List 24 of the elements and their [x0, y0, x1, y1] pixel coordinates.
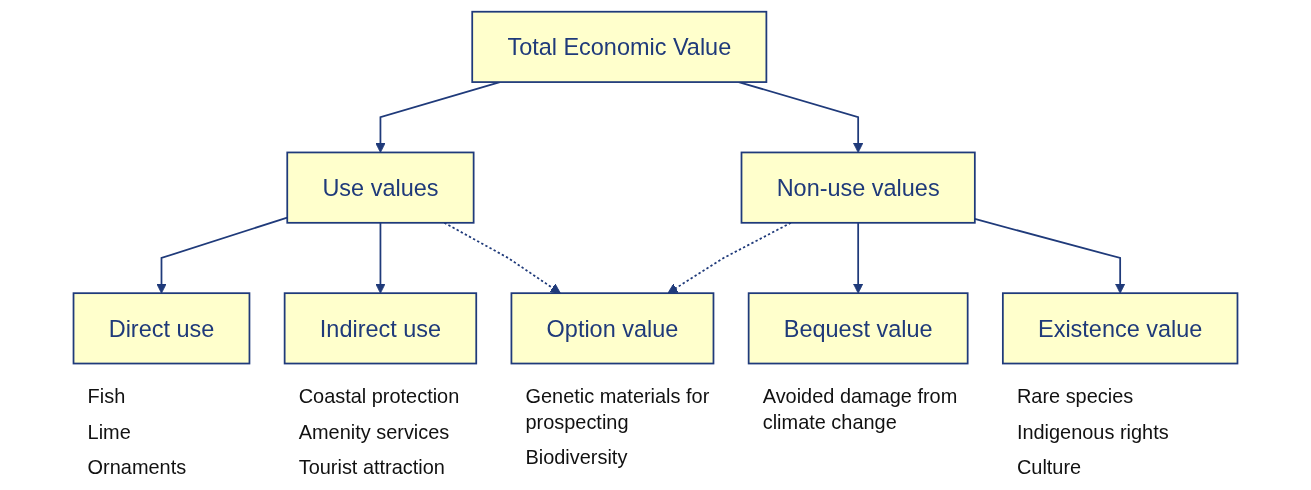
example-text: Coastal protection [298, 385, 460, 408]
value-box: Bequest value [747, 292, 969, 365]
example-text: Genetic materials for prospecting [525, 385, 710, 434]
value-box: Use values [286, 151, 475, 224]
arrow [853, 221, 864, 294]
value-box: Total Economic Value [471, 10, 768, 83]
example-text: Ornaments [87, 455, 187, 478]
value-box: Direct use [72, 292, 251, 365]
example-text: Culture [1016, 455, 1082, 478]
example-text: Avoided damage from climate change [762, 385, 958, 434]
example-text: Indigenous rights [1016, 420, 1169, 443]
value-box: Existence value [1001, 292, 1239, 365]
example-text: Amenity services [298, 420, 450, 443]
value-box: Option value [510, 292, 715, 365]
example-text: Fish [87, 385, 126, 408]
value-box: Non-use values [740, 151, 976, 224]
example-text: Tourist attraction [298, 455, 445, 478]
value-box: Indirect use [283, 292, 478, 365]
arrow [973, 218, 1126, 294]
arrow [667, 221, 792, 294]
arrow [375, 221, 386, 294]
example-text: Rare species [1016, 385, 1134, 408]
example-text: Biodiversity [525, 446, 628, 469]
example-text: Lime [87, 420, 131, 443]
